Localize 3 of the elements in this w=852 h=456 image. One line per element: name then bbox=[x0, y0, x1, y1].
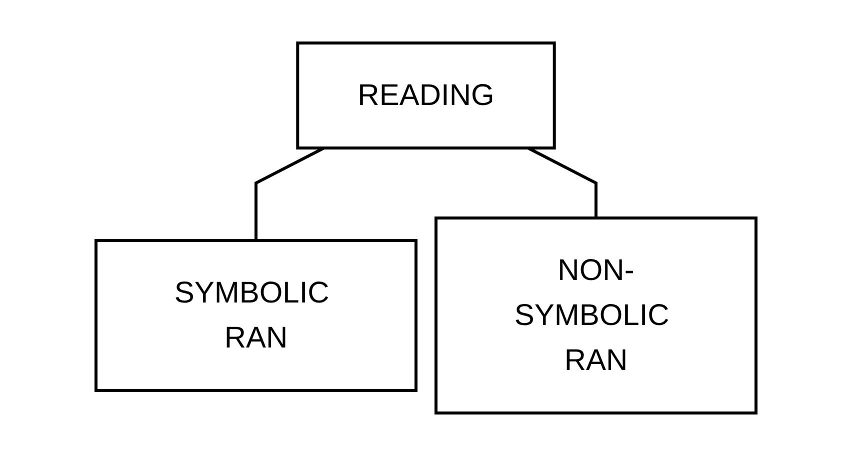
node-box: NON-SYMBOLIC RAN bbox=[434, 216, 758, 414]
node-box: SYMBOLIC RAN bbox=[94, 239, 418, 392]
node-box: READING bbox=[296, 42, 556, 150]
